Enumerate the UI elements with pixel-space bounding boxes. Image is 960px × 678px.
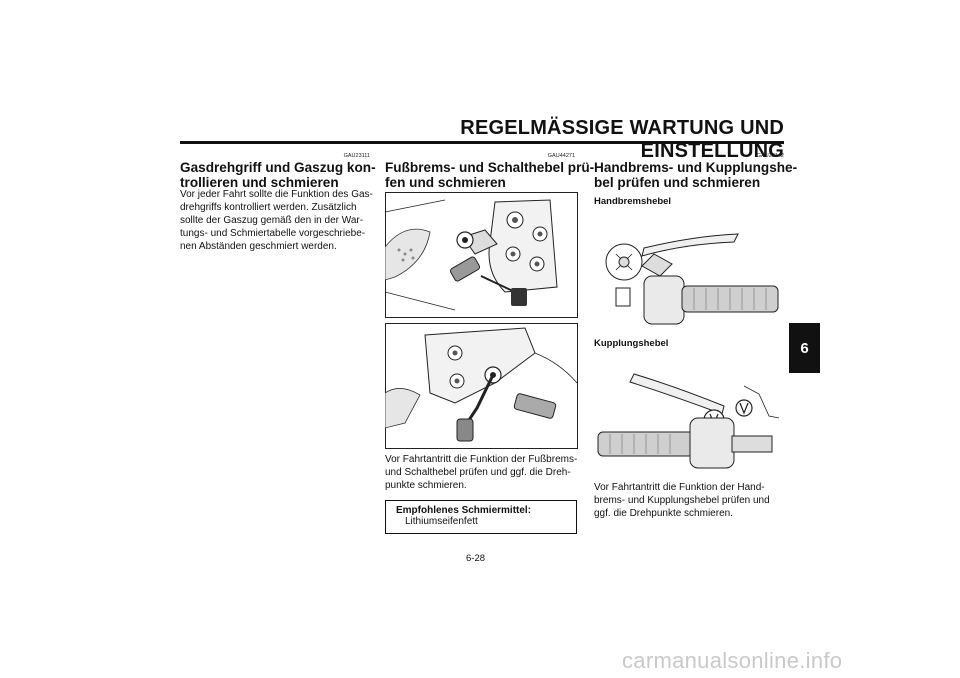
section-title-throttle: Gasdrehgriff und Gaszug kon- trollieren … bbox=[180, 160, 376, 190]
chapter-tab[interactable]: 6 bbox=[789, 323, 820, 373]
body-line: Vor Fahrtantritt die Funktion der Fußbre… bbox=[385, 454, 578, 465]
lubricant-label: Empfohlenes Schmiermittel: bbox=[396, 505, 532, 516]
body-line: sollte der Gaszug gemäß den in der War- bbox=[180, 215, 364, 226]
section-code: GAU44271 bbox=[547, 153, 575, 159]
page-number: 6-28 bbox=[466, 553, 486, 564]
title-line: Gasdrehgriff und Gaszug kon- bbox=[180, 160, 376, 175]
lubricant-value: Lithiumseifenfett bbox=[405, 516, 478, 527]
section-body-hand-levers: Vor Fahrtantritt die Funktion der Hand- … bbox=[594, 481, 770, 520]
section-body-throttle: Vor jeder Fahrt sollte die Funktion des … bbox=[180, 188, 373, 253]
title-line: Handbrems- und Kupplungshe- bbox=[594, 160, 798, 175]
body-line: brems- und Kupplungshebel prüfen und bbox=[594, 495, 770, 506]
title-line: fen und schmieren bbox=[385, 175, 506, 190]
body-line: ggf. die Drehpunkte schmieren. bbox=[594, 508, 733, 519]
title-line: Fußbrems- und Schalthebel prü- bbox=[385, 160, 595, 175]
watermark-link[interactable]: carmanualsonline.info bbox=[622, 648, 843, 673]
brake-pedal-illustration bbox=[385, 192, 578, 318]
body-line: tungs- und Schmiertabelle vorgeschriebe- bbox=[180, 228, 366, 239]
body-line: Vor jeder Fahrt sollte die Funktion des … bbox=[180, 189, 373, 200]
subheading-clutch-lever: Kupplungshebel bbox=[594, 338, 669, 349]
recommended-lubricant-box: Empfohlenes Schmiermittel: Lithiumseifen… bbox=[385, 500, 577, 534]
section-title-foot-levers: Fußbrems- und Schalthebel prü- fen und s… bbox=[385, 160, 594, 190]
body-line: und Schalthebel prüfen und ggf. die Dreh… bbox=[385, 467, 571, 478]
page-header-title: REGELMÄSSIGE WARTUNG UND EINSTELLUNG bbox=[460, 117, 784, 162]
section-body-foot-levers: Vor Fahrtantritt die Funktion der Fußbre… bbox=[385, 453, 577, 492]
section-code: GAU23111 bbox=[343, 153, 370, 159]
clutch-lever-illustration bbox=[594, 356, 784, 476]
body-line: Vor Fahrtantritt die Funktion der Hand- bbox=[594, 482, 765, 493]
title-line: trollieren und schmieren bbox=[180, 175, 339, 190]
section-code: GAU23142 bbox=[756, 153, 784, 159]
subheading-front-brake-lever: Handbremshebel bbox=[594, 196, 672, 207]
shift-lever-illustration bbox=[385, 323, 578, 449]
body-line: drehgriffs kontrolliert werden. Zusätzli… bbox=[180, 202, 357, 213]
section-title-hand-levers: Handbrems- und Kupplungshe- bel prüfen u… bbox=[594, 160, 797, 190]
body-line: punkte schmieren. bbox=[385, 480, 467, 491]
title-line: bel prüfen und schmieren bbox=[594, 175, 761, 190]
header-rule bbox=[180, 141, 784, 144]
front-brake-lever-illustration bbox=[594, 214, 784, 334]
body-line: nen Abständen geschmiert werden. bbox=[180, 241, 337, 252]
